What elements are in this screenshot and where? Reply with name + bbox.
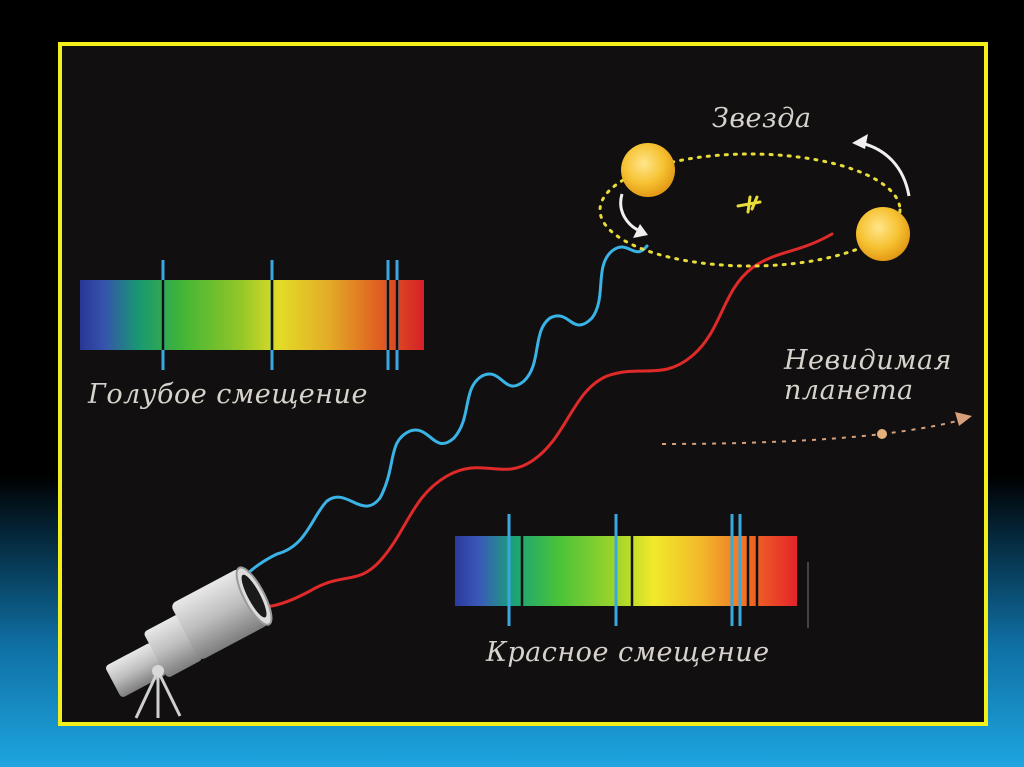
slide-frame: Звезда Невидимая планета Голубое смещени…	[58, 42, 988, 726]
blue-light-wave	[234, 244, 649, 606]
doppler-diagram	[80, 134, 972, 719]
blue-shift-spectrum	[80, 260, 424, 370]
red-light-wave	[240, 232, 834, 609]
telescope-icon	[106, 566, 273, 719]
orbit-direction-arrows	[619, 134, 911, 238]
star-orbit	[598, 152, 902, 268]
barycenter-icon	[736, 195, 762, 214]
invisible-planet-label: Невидимая планета	[784, 345, 952, 407]
planet-trajectory	[661, 412, 972, 445]
star-icon	[621, 143, 675, 197]
planet-icon	[877, 429, 887, 439]
star-label: Звезда	[712, 103, 812, 134]
red-shift-label: Красное смещение	[486, 637, 770, 668]
red-shift-spectrum	[455, 514, 809, 628]
star-icon	[856, 207, 910, 261]
blue-shift-label: Голубое смещение	[88, 379, 368, 410]
